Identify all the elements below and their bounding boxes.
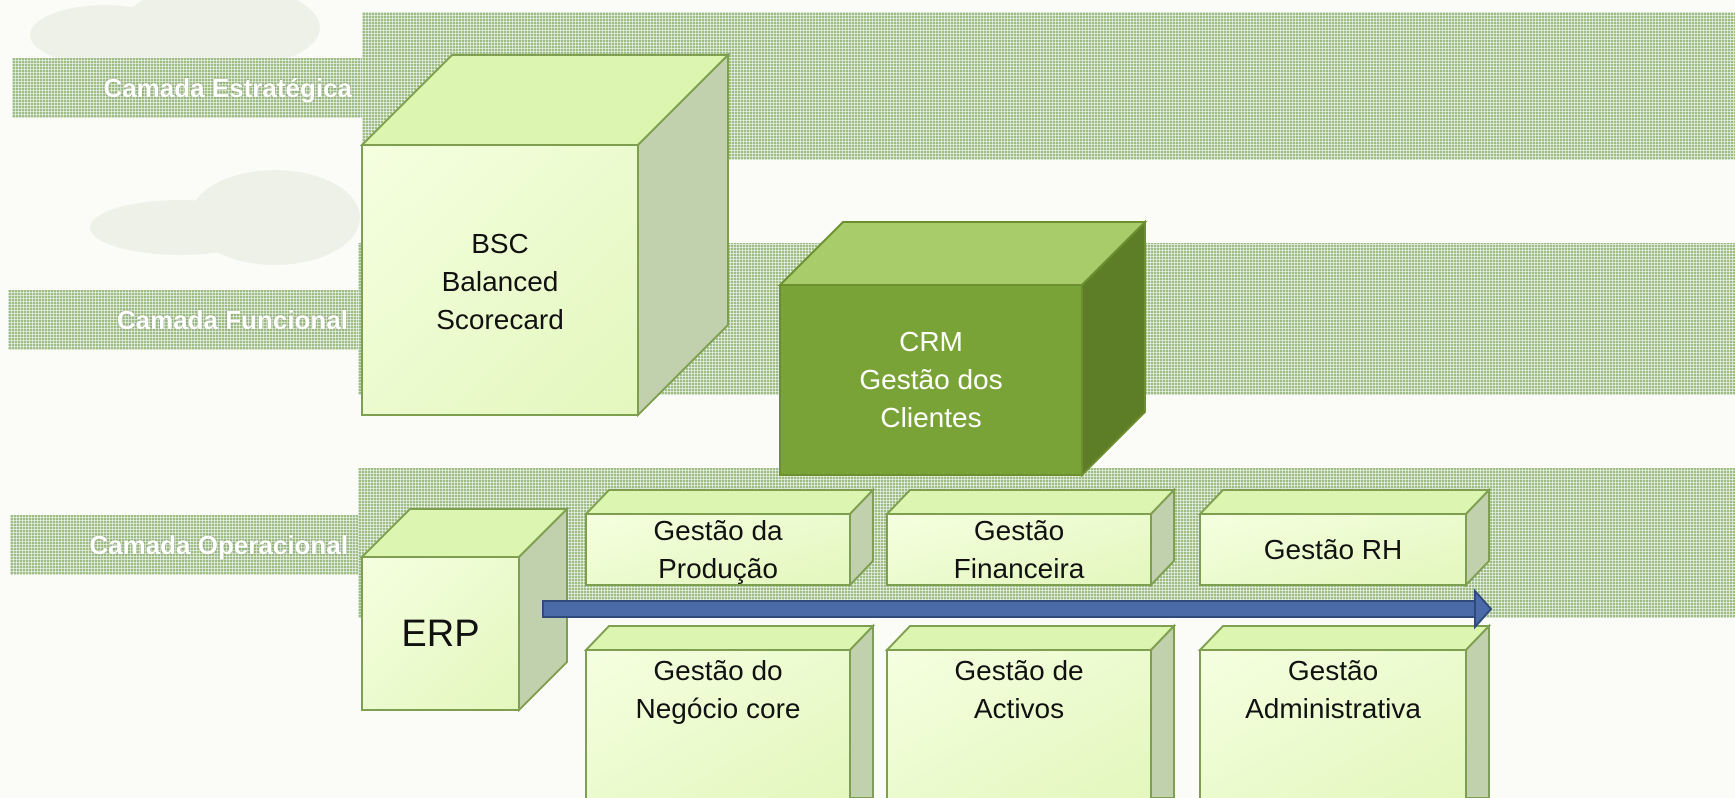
rh-cube: [1197, 487, 1492, 588]
layer-label-functional: Camada Funcional: [8, 290, 358, 350]
bsc-cube: [359, 52, 731, 418]
administrativa-label: Gestão Administrativa: [1245, 655, 1421, 724]
negocio-cube: [583, 623, 876, 798]
activos-label: Gestão de Activos: [954, 655, 1084, 724]
crm-label: CRM Gestão dos Clientes: [859, 326, 1003, 433]
financeira-label: Gestão Financeira: [953, 514, 1085, 584]
cloud-decoration: [190, 170, 360, 265]
administrativa-cube: [1197, 623, 1492, 798]
rh-label: Gestão RH: [1263, 533, 1403, 565]
layer-label-operational: Camada Operacional: [10, 515, 358, 575]
crm-cube: [777, 219, 1148, 478]
activos-cube: [884, 623, 1177, 798]
negocio-label: Gestão do Negócio core: [635, 655, 801, 724]
producao-label: Gestão da Produção: [653, 514, 783, 584]
flow-arrow: [542, 588, 1493, 630]
producao-cube: [583, 487, 876, 588]
layer-label-strategic: Camada Estratégica: [12, 58, 362, 118]
bsc-label: BSC Balanced Scorecard: [436, 228, 564, 335]
erp-label: ERP: [401, 612, 480, 655]
financeira-cube: [884, 487, 1177, 588]
